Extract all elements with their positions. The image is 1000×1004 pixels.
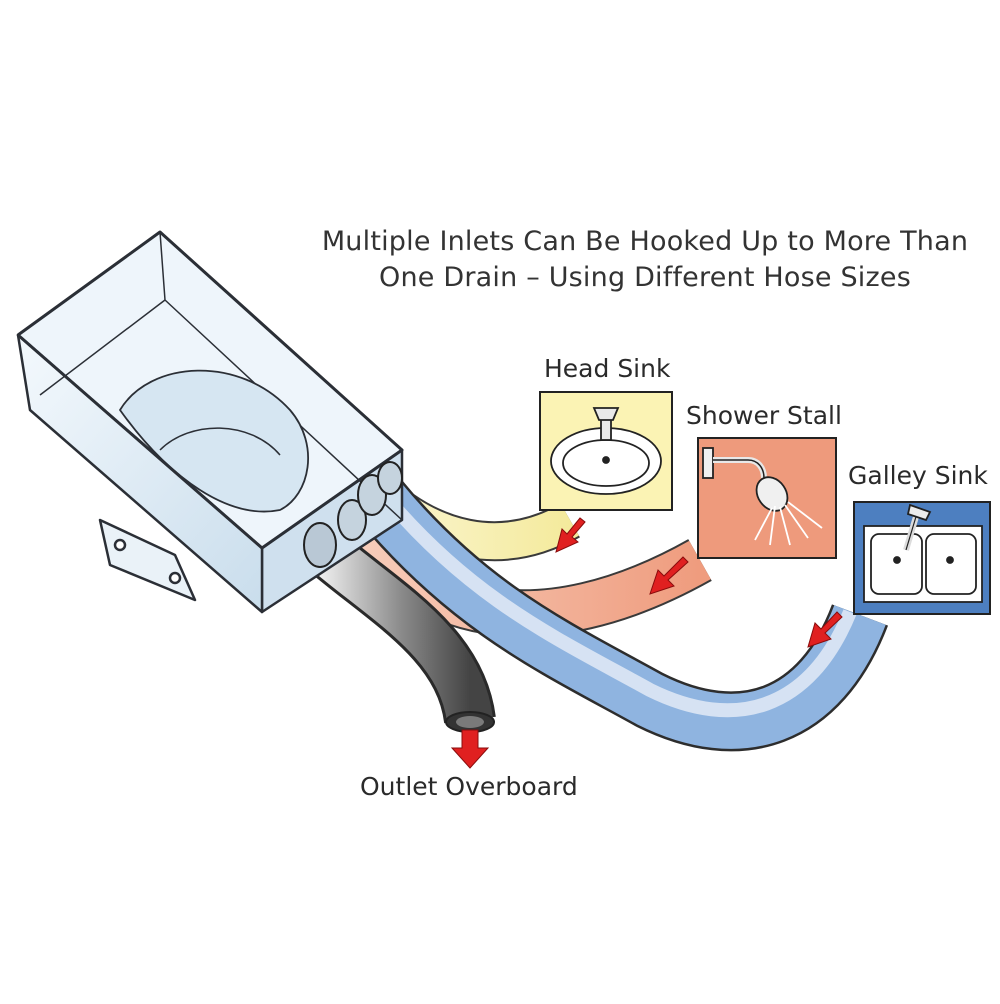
water-spray-icon — [754, 501, 823, 546]
shower-stall-panel — [697, 437, 837, 559]
outlet-overboard-label: Outlet Overboard — [360, 772, 578, 801]
head-sink-flow-arrow — [555, 517, 586, 553]
head-sink-panel — [539, 391, 673, 511]
galley-sink-label: Galley Sink — [848, 461, 988, 490]
double-sink-icon — [863, 503, 983, 603]
galley-sink-flow-arrow — [807, 611, 843, 648]
sink-basin-icon — [550, 407, 662, 495]
tank-fittings — [303, 461, 403, 568]
head-sink-label: Head Sink — [544, 354, 671, 383]
outlet-flow-arrow — [450, 729, 490, 769]
diagram-title-line-2: One Drain – Using Different Hose Sizes — [379, 262, 911, 293]
diagram-title-line-1: Multiple Inlets Can Be Hooked Up to More… — [321, 226, 969, 257]
galley-sink-hose-fill — [356, 480, 886, 749]
shower-stall-label: Shower Stall — [686, 401, 842, 430]
galley-sink-panel — [853, 501, 991, 615]
shower-head-icon — [702, 447, 789, 512]
outlet-hose-fill — [302, 527, 493, 724]
shower-flow-arrow — [649, 556, 689, 595]
flow-arrow-icon — [450, 517, 843, 769]
